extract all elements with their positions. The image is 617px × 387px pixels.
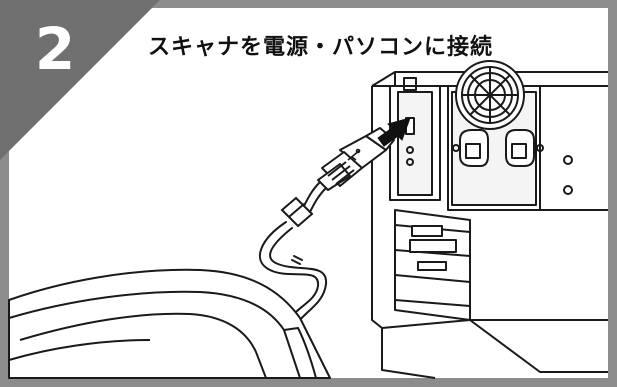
step-title: スキャナを電源・パソコンに接続 xyxy=(148,33,493,63)
title-band xyxy=(152,0,617,8)
computer-rear xyxy=(372,61,608,378)
step-number: 2 xyxy=(0,14,110,84)
scanner xyxy=(9,270,330,378)
